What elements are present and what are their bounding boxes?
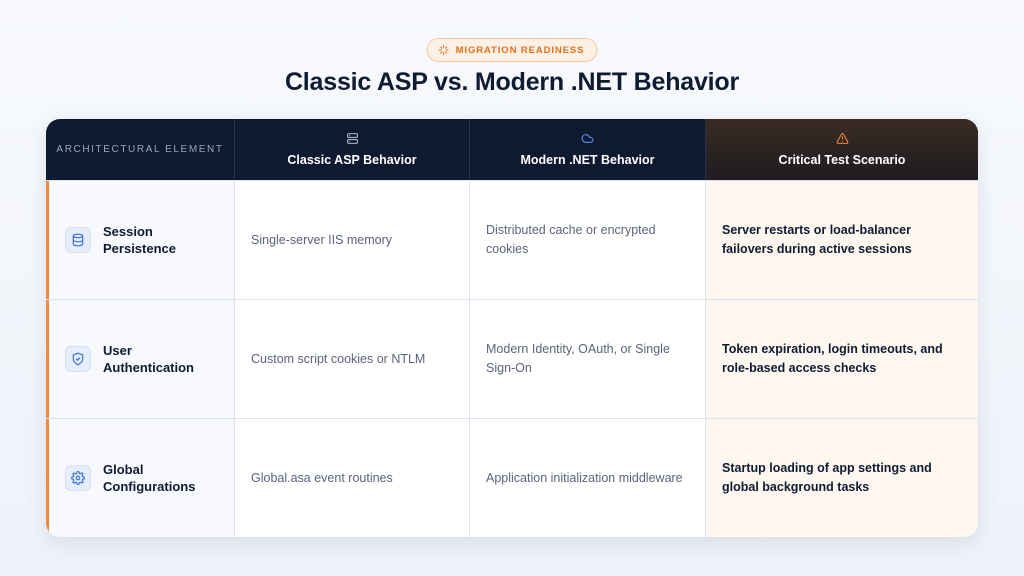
element-cell: Session Persistence: [46, 181, 235, 299]
shield-check-icon: [72, 352, 84, 366]
test-scenario-cell: Token expiration, login timeouts, and ro…: [706, 300, 978, 418]
column-header-modern-net: Modern .NET Behavior: [470, 119, 706, 180]
migration-readiness-badge: MIGRATION READINESS: [426, 38, 598, 62]
warning-icon: [836, 133, 848, 144]
element-label: Session Persistence: [103, 224, 176, 256]
column-header-label: Classic ASP Behavior: [287, 153, 417, 167]
modern-cell: Modern Identity, OAuth, or Single Sign-O…: [470, 300, 706, 418]
column-header-label: ARCHITECTURAL ELEMENT: [56, 143, 224, 155]
server-icon: [346, 133, 358, 144]
column-header-label: Critical Test Scenario: [778, 153, 906, 167]
table-row: User Authentication Custom script cookie…: [46, 299, 978, 418]
page-title: Classic ASP vs. Modern .NET Behavior: [284, 68, 740, 96]
column-header-classic-asp: Classic ASP Behavior: [235, 119, 470, 180]
column-header-label: Modern .NET Behavior: [520, 153, 655, 167]
modern-cell: Distributed cache or encrypted cookies: [470, 181, 706, 299]
element-icon-box: [65, 465, 91, 491]
element-icon-box: [65, 227, 91, 253]
classic-cell: Global.asa event routines: [235, 419, 470, 537]
sparkle-icon: [438, 45, 449, 55]
element-cell: Global Configurations: [46, 419, 235, 537]
element-label: Global Configurations: [103, 462, 196, 494]
element-cell: User Authentication: [46, 300, 235, 418]
database-icon: [72, 233, 84, 247]
table-row: Session Persistence Single-server IIS me…: [46, 180, 978, 299]
table-row: Global Configurations Global.asa event r…: [46, 418, 978, 537]
column-header-architectural-element: ARCHITECTURAL ELEMENT: [46, 119, 235, 180]
badge-label: MIGRATION READINESS: [455, 44, 585, 56]
classic-cell: Single-server IIS memory: [235, 181, 470, 299]
element-icon-box: [65, 346, 91, 372]
comparison-table: ARCHITECTURAL ELEMENT Classic ASP Behavi…: [46, 119, 978, 537]
cloud-icon: [581, 134, 594, 143]
classic-cell: Custom script cookies or NTLM: [235, 300, 470, 418]
test-scenario-cell: Server restarts or load-balancer failove…: [706, 181, 978, 299]
table-header: ARCHITECTURAL ELEMENT Classic ASP Behavi…: [46, 119, 978, 180]
element-label: User Authentication: [103, 343, 194, 375]
column-header-critical-test: Critical Test Scenario: [706, 119, 978, 180]
gear-icon: [71, 471, 85, 485]
test-scenario-cell: Startup loading of app settings and glob…: [706, 419, 978, 537]
modern-cell: Application initialization middleware: [470, 419, 706, 537]
